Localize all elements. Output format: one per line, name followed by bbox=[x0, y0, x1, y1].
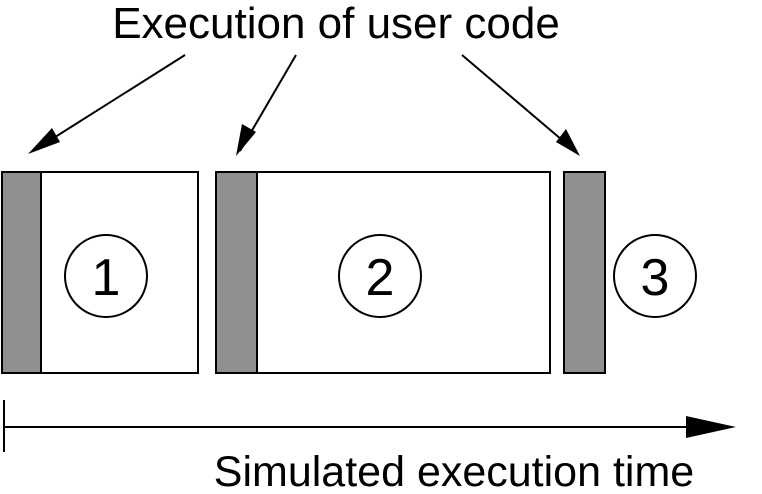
segment-2-number: 2 bbox=[366, 249, 395, 307]
pointer-arrow-1 bbox=[32, 54, 186, 152]
segment-2-box bbox=[215, 171, 551, 374]
segment-2-user-code-block bbox=[215, 171, 258, 374]
segment-2: 2 bbox=[215, 171, 551, 374]
segment-3-user-code-block bbox=[563, 171, 606, 374]
pointer-arrowhead-1 bbox=[28, 128, 60, 154]
segment-2-number-circle bbox=[338, 234, 422, 318]
pointer-arrow-3 bbox=[461, 54, 576, 152]
segment-1-number: 1 bbox=[92, 249, 121, 307]
segment-1-number-circle bbox=[64, 234, 148, 318]
pointer-arrowhead-3 bbox=[556, 129, 580, 156]
segment-1: 1 bbox=[1, 171, 199, 374]
pointer-arrowhead-2 bbox=[236, 124, 256, 156]
time-axis-label: Simulated execution time bbox=[214, 448, 694, 494]
segment-3-number-circle bbox=[613, 234, 697, 318]
diagram-title: Execution of user code bbox=[112, 0, 560, 48]
time-axis-arrowhead bbox=[686, 416, 736, 438]
segment-1-user-code-block bbox=[1, 171, 42, 374]
segment-3: 3 bbox=[563, 171, 697, 374]
segment-3-number: 3 bbox=[641, 249, 670, 307]
